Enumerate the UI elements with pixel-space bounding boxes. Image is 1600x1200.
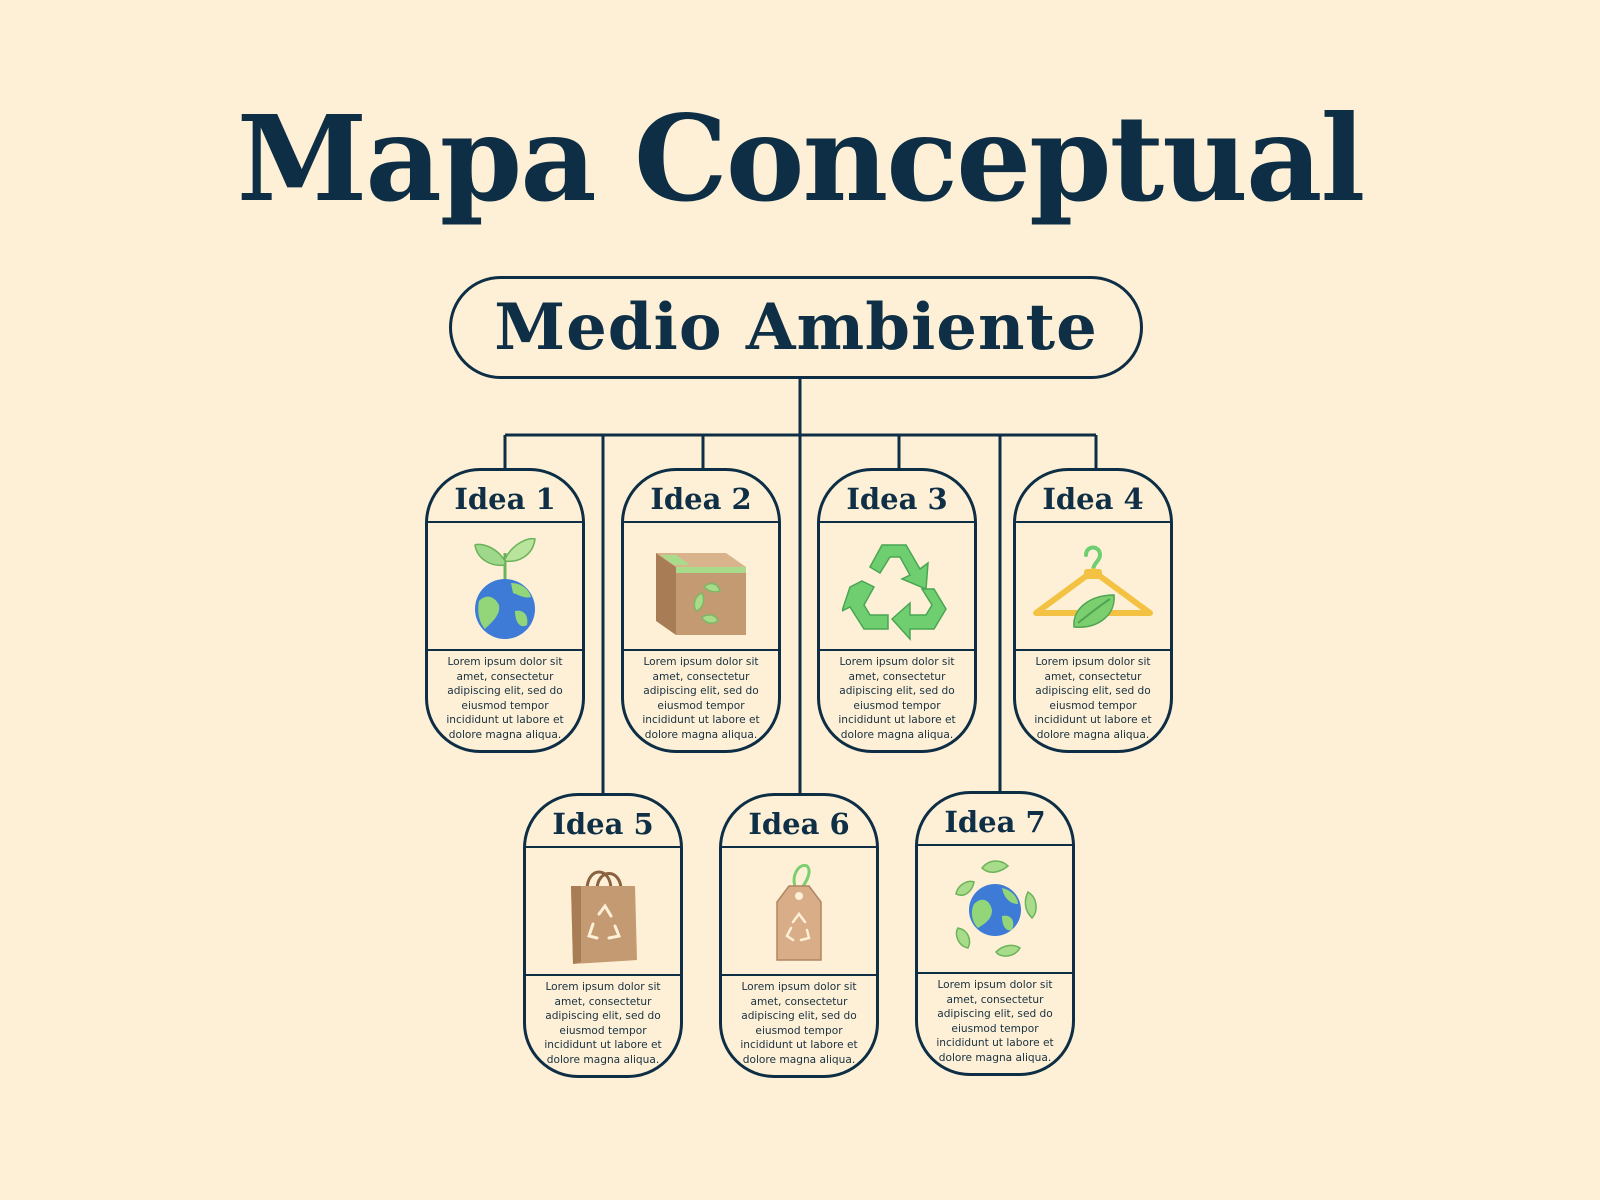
earth-sprout-icon	[428, 523, 582, 651]
page-title: Mapa Conceptual	[236, 89, 1366, 228]
idea-card-5: Idea 5 Lorem ipsum dolor sit amet, conse…	[523, 793, 683, 1078]
idea-description: Lorem ipsum dolor sit amet, consectetur …	[1034, 656, 1152, 741]
recycle-box-icon	[624, 523, 778, 651]
earth-leaves-icon	[918, 846, 1072, 974]
idea-card-4: Idea 4 Lorem ipsum dolor sit amet, conse…	[1013, 468, 1173, 753]
idea-description: Lorem ipsum dolor sit amet, consectetur …	[740, 981, 858, 1066]
idea-description: Lorem ipsum dolor sit amet, consectetur …	[544, 981, 662, 1066]
idea-card-2: Idea 2 Lorem ipsum dolor sit amet, conse…	[621, 468, 781, 753]
idea-title: Idea 5	[526, 796, 680, 848]
idea-card-7: Idea 7 Lorem ipsum dolor sit amet, conse…	[915, 791, 1075, 1076]
idea-card-1: Idea 1 Lorem ipsum dolor sit amet, conse…	[425, 468, 585, 753]
idea-title: Idea 1	[428, 471, 582, 523]
idea-card-3: Idea 3 Lorem ipsum dolor sit amet, conse…	[817, 468, 977, 753]
hanger-leaf-icon	[1016, 523, 1170, 651]
recycle-bag-icon	[526, 848, 680, 976]
idea-title: Idea 4	[1016, 471, 1170, 523]
idea-title: Idea 7	[918, 794, 1072, 846]
idea-title: Idea 6	[722, 796, 876, 848]
idea-title: Idea 3	[820, 471, 974, 523]
idea-card-6: Idea 6 Lorem ipsum dolor sit amet, conse…	[719, 793, 879, 1078]
recycle-arrows-icon	[820, 523, 974, 651]
recycle-tag-icon	[722, 848, 876, 976]
idea-description: Lorem ipsum dolor sit amet, consectetur …	[446, 656, 564, 741]
idea-description: Lorem ipsum dolor sit amet, consectetur …	[936, 979, 1054, 1064]
root-label: Medio Ambiente	[494, 290, 1098, 365]
root-node: Medio Ambiente	[449, 276, 1143, 379]
idea-description: Lorem ipsum dolor sit amet, consectetur …	[838, 656, 956, 741]
idea-description: Lorem ipsum dolor sit amet, consectetur …	[642, 656, 760, 741]
idea-title: Idea 2	[624, 471, 778, 523]
